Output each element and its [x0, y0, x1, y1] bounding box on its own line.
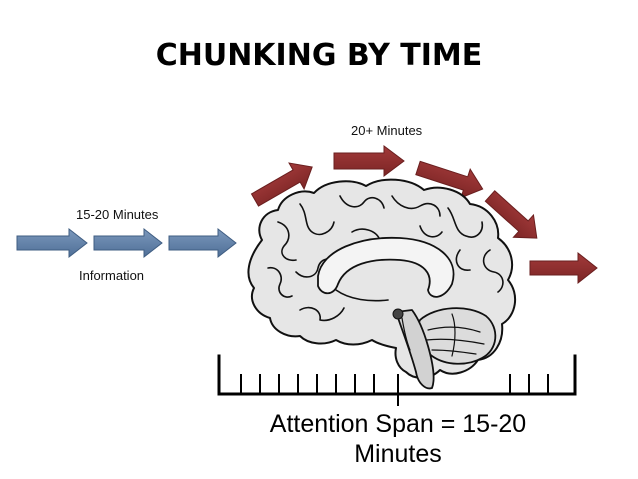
- top-time-label: 20+ Minutes: [351, 123, 423, 138]
- page-title: CHUNKING BY TIME: [155, 38, 483, 73]
- red-arrow-2: [333, 145, 405, 177]
- red-arrow-4: [484, 190, 538, 239]
- timeline-ticks: [240, 374, 549, 406]
- red-arrow-1: [250, 162, 313, 207]
- brain-icon: [247, 178, 517, 390]
- red-arrow-5: [529, 251, 598, 285]
- information-label: Information: [79, 268, 145, 283]
- attention-span-caption: Attention Span = 15-20 Minutes: [220, 409, 576, 469]
- blue-arrow-1: [16, 227, 88, 259]
- left-time-label: 15-20 Minutes: [76, 207, 159, 222]
- blue-arrow-2: [93, 227, 163, 259]
- blue-arrow-3: [168, 227, 237, 259]
- red-arrow-3: [415, 160, 484, 199]
- caption-line-1: Attention Span = 15-20: [269, 410, 527, 438]
- caption-line-2: Minutes: [354, 440, 442, 468]
